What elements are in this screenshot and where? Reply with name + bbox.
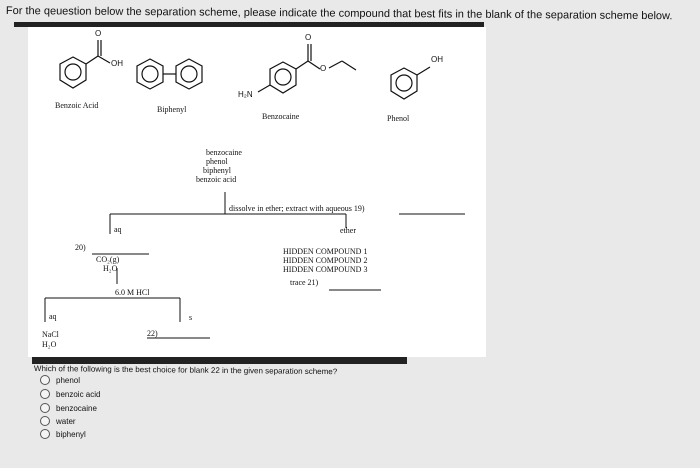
option-benzocaine[interactable]: benzocaine [40, 403, 97, 413]
label-benzoic-acid: Benzoic Acid [55, 101, 99, 110]
atom-o-benzocaine-carbonyl: O [305, 33, 312, 42]
label-phenol: Phenol [387, 114, 410, 123]
reagent-h2o: H₂O [103, 264, 118, 273]
worksheet-image [28, 27, 486, 357]
layer-ether: ether [340, 226, 356, 235]
atom-o-benzocaine-ester: O [320, 64, 327, 73]
hidden-compound-1: HIDDEN COMPOUND 1 [283, 247, 368, 256]
radio-water[interactable] [40, 416, 50, 426]
option-label: phenol [56, 375, 81, 385]
benzoic-acid-structure [59, 40, 111, 89]
atom-oh-phenol: OH [431, 55, 443, 64]
option-label: water [56, 416, 76, 426]
blank-22: 22) [147, 329, 158, 338]
option-label: benzoic acid [56, 389, 101, 399]
hidden-compound-3: HIDDEN COMPOUND 3 [283, 265, 368, 274]
radio-phenol[interactable] [40, 375, 50, 385]
atom-h2n-benzocaine: H₂N [238, 90, 253, 99]
option-label: benzocaine [56, 403, 97, 413]
step-dissolve: dissolve in ether; extract with aqueous … [229, 204, 365, 213]
structures-canvas [59, 40, 431, 100]
radio-biphenyl[interactable] [40, 429, 50, 439]
option-biphenyl[interactable]: biphenyl [40, 429, 86, 439]
label-biphenyl: Biphenyl [157, 105, 187, 114]
radio-benzocaine[interactable] [40, 403, 50, 413]
label-benzocaine: Benzocaine [262, 112, 300, 121]
layer-aq-1: aq [114, 225, 122, 234]
mixture-benzocaine: benzocaine [206, 148, 242, 157]
option-phenol[interactable]: phenol [40, 375, 80, 385]
layer-aq-2: aq [49, 312, 57, 321]
benzocaine-structure [257, 44, 357, 94]
option-water[interactable]: water [40, 416, 76, 426]
option-benzoic-acid[interactable]: benzoic acid [40, 389, 100, 399]
biphenyl-structure [136, 58, 203, 90]
trace-21: trace 21) [290, 278, 319, 287]
question-divider [32, 357, 407, 364]
radio-benzoic-acid[interactable] [40, 389, 50, 399]
separation-scheme-lines [44, 192, 465, 339]
blank-20: 20) [75, 243, 86, 252]
header-underline [14, 22, 484, 27]
mixture-phenol: phenol [206, 157, 228, 166]
atom-oh-benzoic: OH [111, 59, 123, 68]
layer-s: s [189, 313, 193, 322]
product-h2o: H₂O [42, 340, 57, 349]
option-label: biphenyl [56, 429, 86, 439]
mixture-biphenyl: biphenyl [203, 166, 231, 175]
product-nacl: NaCl [42, 330, 59, 339]
phenol-structure [390, 66, 431, 100]
reagent-hcl: 6.0 M HCl [115, 288, 150, 297]
atom-o-benzoic: O [95, 29, 102, 38]
hidden-compound-2: HIDDEN COMPOUND 2 [283, 256, 368, 265]
mixture-benzoic-acid: benzoic acid [196, 175, 237, 184]
reagent-co2: CO₂(g) [96, 255, 120, 264]
